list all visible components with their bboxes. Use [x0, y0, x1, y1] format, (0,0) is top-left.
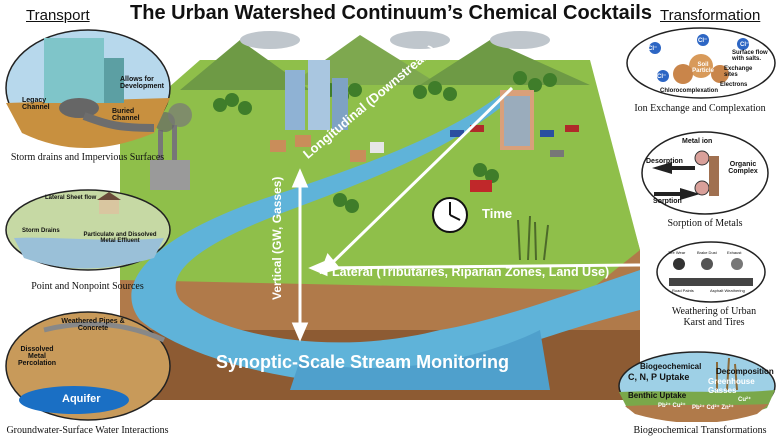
- label-dissolved-metal: Dissolved Metal Percolation: [17, 346, 57, 367]
- label-cl-1: Cl⁻: [648, 46, 658, 52]
- label-metal-ion: Metal ion: [682, 138, 713, 145]
- aquifer: [19, 386, 129, 414]
- label-cnp-uptake: C, N, P Uptake: [628, 372, 690, 382]
- label-greenhouse-gasses: Greenhouse Gasses: [708, 377, 755, 395]
- longitudinal-arrow: [328, 86, 514, 267]
- cars: [450, 125, 579, 157]
- caption-point-sources: Point and Nonpoint Sources: [31, 281, 144, 292]
- houses: [270, 135, 384, 162]
- reeds: [517, 215, 549, 261]
- label-tire-wear: Tire Wear: [668, 250, 686, 255]
- caption-groundwater: Groundwater-Surface Water Interactions: [6, 425, 169, 436]
- hill-1: [180, 40, 310, 90]
- label-biogeochemical: Biogeochemical: [640, 362, 702, 371]
- lateral-arrowhead: [308, 259, 328, 277]
- rain-clouds: [240, 31, 550, 49]
- tall-building: [500, 90, 534, 150]
- watershed-landscape: [120, 31, 640, 400]
- label-electrons: Electrons: [720, 82, 748, 88]
- label-decomposition: Decomposition: [716, 367, 774, 376]
- lateral-arrow: [319, 263, 640, 270]
- label-surface-flow: Surface flow with salts.: [732, 50, 768, 62]
- label-brake-dust: Brake Dust: [697, 250, 717, 255]
- label-sorption: Sorption: [653, 198, 682, 205]
- point-sources-panel: [5, 189, 171, 271]
- diagram-title: The Urban Watershed Continuum’s Chemical…: [130, 2, 652, 24]
- caption-weathering: Weathering of Urban Karst and Tires: [671, 306, 757, 328]
- label-exchange-sites: Exchange sites: [724, 66, 753, 78]
- caption-ion-exchange: Ion Exchange and Complexation: [634, 103, 766, 114]
- storm-drain-panel: [5, 29, 171, 148]
- caption-storm-drains: Storm drains and Impervious Surfaces: [10, 152, 165, 163]
- ion-exchange-panel: [626, 27, 776, 99]
- building: [44, 38, 104, 103]
- time-label: Time: [482, 206, 513, 221]
- caption-sorption: Sorption of Metals: [667, 218, 743, 229]
- vertical-arrowhead-bottom: [291, 322, 309, 342]
- label-chlorocomplexation: Chlorocomplexation: [660, 88, 719, 94]
- truck: [470, 180, 492, 192]
- label-ions-2: Pb²⁺ Cd²⁺ Zn²⁺: [692, 405, 734, 411]
- transport-header: Transport: [26, 7, 90, 24]
- label-cl-3: Cl⁻: [657, 74, 667, 80]
- vertical-label: Vertical (GW, Gasses): [270, 176, 284, 300]
- label-cl-4: Cl⁻: [698, 38, 708, 44]
- label-ions-3: Cu²⁺: [738, 397, 752, 403]
- label-metal-effluent: Particulate and Dissolved Metal Effluent: [83, 232, 157, 244]
- label-aquifer: Aquifer: [62, 393, 101, 405]
- weathering-panel: [656, 241, 766, 303]
- label-lateral-sheet-flow: Lateral Sheet flow: [45, 195, 97, 201]
- lateral-label: Lateral (Tributaries, Riparian Zones, La…: [332, 265, 610, 279]
- label-exhaust: Exhaust: [727, 250, 742, 255]
- flow-arrows: [291, 86, 640, 342]
- river-lower: [290, 330, 550, 390]
- label-road-paints: Road Paints: [672, 288, 694, 293]
- culvert: [59, 98, 99, 118]
- transformation-header: Transformation: [660, 7, 761, 24]
- label-asphalt-weathering: Asphalt Weathering: [710, 288, 745, 293]
- biogeochemical-panel: [618, 351, 776, 422]
- label-buried-channel: Buried Channel: [112, 108, 140, 122]
- label-soil-particle: Soil Particle: [692, 62, 714, 74]
- vertical-arrowhead-top: [291, 168, 309, 188]
- label-allows-development: Allows for Development: [120, 76, 164, 90]
- footer-label: Synoptic-Scale Stream Monitoring: [216, 352, 510, 372]
- label-organic-complex: Organic Complex: [728, 161, 758, 175]
- label-ions-1: Pb²⁺ Cu²⁺: [658, 403, 686, 409]
- label-legacy-channel: Legacy Channel: [22, 97, 50, 111]
- sorption-panel: [641, 131, 769, 215]
- caption-biogeochemical: Biogeochemical Transformations: [633, 425, 767, 436]
- label-storm-drains: Storm Drains: [22, 228, 60, 234]
- label-weathered-pipes: Weathered Pipes & Concrete: [61, 318, 125, 332]
- groundwater-panel: [5, 311, 171, 421]
- clock-icon: [432, 197, 468, 233]
- city-buildings: [285, 60, 348, 130]
- label-benthic-uptake: Benthic Uptake: [628, 391, 687, 400]
- label-cl-2: Cl⁻: [740, 42, 750, 48]
- label-desorption: Desorption: [646, 158, 683, 165]
